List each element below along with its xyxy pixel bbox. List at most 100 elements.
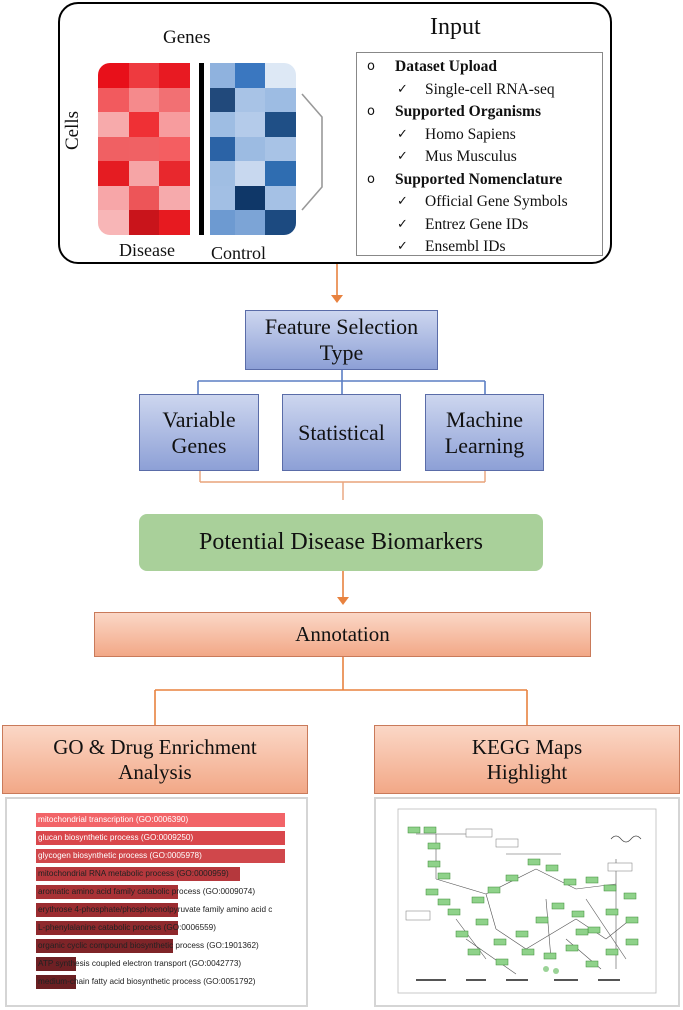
list-item: Mus Musculus [425,148,517,165]
go-bar [36,903,178,917]
check-icon: ✓ [397,216,408,232]
annotation-box: Annotation [94,612,591,657]
disease-cell [159,210,190,235]
disease-cell [98,210,129,235]
disease-cell [159,161,190,186]
circle-bullet-icon: o [367,104,375,119]
go-box-line2: Analysis [118,759,192,784]
disease-cell [128,136,160,162]
go-term-label: medium-chain fatty acid biosynthetic pro… [38,977,256,986]
go-bar [36,921,178,935]
go-bar [36,939,173,953]
list-item: Single-cell RNA-seq [425,80,555,98]
variable-genes-box: Variable Genes [139,394,259,471]
machine-learning-box: Machine Learning [425,394,544,471]
option-label-line2: Learning [444,432,525,458]
disease-cell [128,87,160,113]
option-label-line2: Genes [171,432,227,458]
control-cell [234,161,266,186]
control-cell [234,210,266,235]
disease-cell [98,112,129,137]
disease-cell [98,185,129,211]
list-section-header: Dataset Upload [395,58,498,75]
go-enrichment-chart: mitochondrial transcription (GO:0006390)… [5,797,308,1007]
control-cell [265,136,296,162]
disease-cell [159,136,190,162]
disease-cell [128,210,160,235]
disease-cell [128,185,160,211]
control-cell [265,161,296,186]
go-term-label: erythrose 4-phosphate/phosphoenolpyruvat… [38,905,273,914]
kegg-pathway-map [374,797,680,1007]
disease-cell [128,112,160,137]
control-cell [234,185,266,211]
control-cell [265,112,296,137]
go-bar [36,867,240,881]
disease-cell [159,63,190,88]
kegg-maps-box: KEGG Maps Highlight [374,725,680,794]
list-section-header: Supported Nomenclature [395,170,563,188]
disease-cell [98,87,129,113]
go-term-label: L-phenylalanine catabolic process (GO:00… [38,923,216,932]
fs-title-line2: Type [319,340,364,365]
control-cell [265,210,296,235]
go-term-label: mitochondrial RNA metabolic process (GO:… [38,869,229,878]
heatmap-separator [196,63,210,235]
disease-label: Disease [119,240,175,260]
go-box-line1: GO & Drug Enrichment [53,734,257,759]
kegg-box-line1: KEGG Maps [471,734,583,759]
disease-cell [159,185,190,211]
check-icon: ✓ [397,126,408,142]
disease-cell [159,87,190,113]
go-bar [36,885,178,899]
circle-bullet-icon: o [367,171,375,187]
go-bar [36,975,76,989]
list-item: Entrez Gene IDs [425,215,529,233]
disease-cell [128,161,160,186]
disease-cell [159,112,190,137]
disease-cell [98,136,129,162]
go-bar [36,813,285,827]
disease-cell [98,161,129,186]
go-term-label: glucan biosynthetic process (GO:0009250) [38,833,194,842]
list-section-header: Supported Organisms [395,103,541,120]
kegg-box-line2: Highlight [486,759,568,784]
kegg-map-image [397,808,657,994]
check-icon: ✓ [397,149,408,164]
go-bar [36,957,76,971]
circle-bullet-icon: o [367,59,375,74]
go-term-label: mitochondrial transcription (GO:0006390) [38,815,189,824]
option-label-line1: Machine [446,406,523,432]
go-term-label: aromatic amino acid family catabolic pro… [38,887,256,896]
go-bar [36,831,285,845]
list-bracket [301,93,323,211]
check-icon: ✓ [397,81,408,97]
option-label-line1: Statistical [298,419,385,445]
list-item: Ensembl IDs [425,238,506,255]
option-label-line1: Variable [162,406,236,432]
control-cell [234,112,266,137]
potential-biomarkers-box: Potential Disease Biomarkers [139,514,543,571]
disease-cell [128,63,160,88]
cells-axis-label: Cells [62,110,83,150]
expression-heatmap [98,63,296,235]
go-drug-enrichment-box: GO & Drug Enrichment Analysis [2,725,308,794]
check-icon: ✓ [397,239,408,254]
input-panel [58,2,612,264]
go-bar [36,849,285,863]
control-cell [265,87,296,113]
list-item: Homo Sapiens [425,125,516,143]
genes-axis-label: Genes [163,27,211,48]
disease-cell [98,63,129,88]
statistical-box: Statistical [282,394,401,471]
feature-selection-type-box: Feature Selection Type [245,310,438,370]
input-title: Input [430,14,481,40]
control-cell [265,185,296,211]
fs-title-line1: Feature Selection [264,314,419,340]
list-item: Official Gene Symbols [425,193,568,210]
control-cell [265,63,296,88]
go-term-label: ATP synthesis coupled electron transport… [38,959,242,968]
go-term-label: glycogen biosynthetic process (GO:000597… [38,851,202,860]
go-term-label: organic cyclic compound biosynthetic pro… [38,941,259,950]
